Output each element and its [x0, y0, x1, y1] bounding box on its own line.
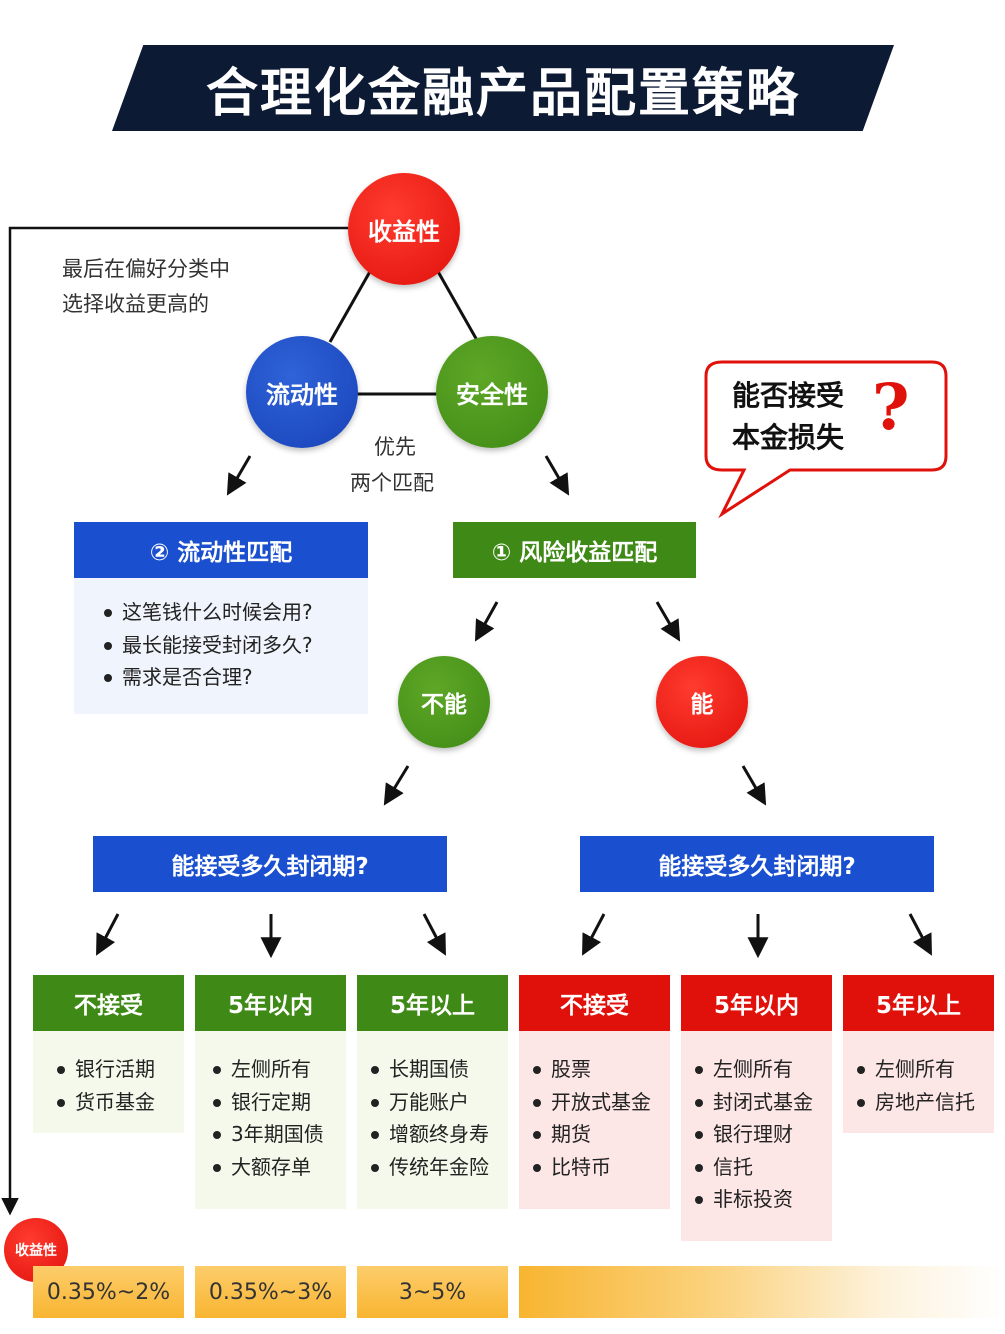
- list-item: 左侧所有: [691, 1053, 832, 1086]
- list-item: 这笔钱什么时候会用?: [100, 596, 368, 629]
- list-item: 银行定期: [209, 1086, 346, 1119]
- can-circle: 能: [656, 656, 748, 748]
- column-panel-1: 银行活期 货币基金: [33, 1031, 184, 1133]
- list-item: 货币基金: [53, 1086, 184, 1119]
- triangle-lines: [328, 267, 480, 396]
- list-item: 传统年金险: [367, 1151, 508, 1184]
- list-item: 比特币: [529, 1151, 670, 1184]
- column-panel-6: 左侧所有 房地产信托: [843, 1031, 994, 1133]
- list-item: 房地产信托: [853, 1086, 994, 1119]
- column-panel-2: 左侧所有 银行定期 3年期国债 大额存单: [195, 1031, 346, 1209]
- return-value-3: 3~5%: [357, 1266, 508, 1318]
- yield-circle: 收益性: [348, 173, 460, 285]
- page-title: 合理化金融产品配置策略: [205, 63, 800, 124]
- list-item: 长期国债: [367, 1053, 508, 1086]
- side-note-line1: 最后在偏好分类中: [62, 257, 230, 281]
- return-bar-fade: [519, 1266, 1005, 1318]
- column-panel-4: 股票 开放式基金 期货 比特币: [519, 1031, 670, 1209]
- column-panel-3: 长期国债 万能账户 增额终身寿 传统年金险: [357, 1031, 508, 1209]
- column-header-2: 5年以内: [195, 975, 346, 1031]
- column-header-6: 5年以上: [843, 975, 994, 1031]
- list-item: 最长能接受封闭多久?: [100, 629, 368, 662]
- priority-label: 优先: [374, 435, 416, 459]
- liquidity-match-panel: 这笔钱什么时候会用? 最长能接受封闭多久? 需求是否合理?: [74, 578, 368, 714]
- safety-circle: 安全性: [436, 336, 548, 448]
- cannot-circle: 不能: [398, 656, 490, 748]
- return-value-2: 0.35%~3%: [195, 1266, 346, 1318]
- list-item: 股票: [529, 1053, 670, 1086]
- return-value-1: 0.35%~2%: [33, 1266, 184, 1318]
- list-item: 增额终身寿: [367, 1118, 508, 1151]
- list-item: 左侧所有: [853, 1053, 994, 1086]
- side-note-line2: 选择收益更高的: [62, 292, 209, 316]
- column-header-5: 5年以内: [681, 975, 832, 1031]
- list-item: 期货: [529, 1118, 670, 1151]
- closure-question-right: 能接受多久封闭期?: [580, 836, 934, 892]
- question-mark-icon: ?: [872, 370, 910, 445]
- closure-question-left: 能接受多久封闭期?: [93, 836, 447, 892]
- liquidity-questions: 这笔钱什么时候会用? 最长能接受封闭多久? 需求是否合理?: [100, 596, 368, 694]
- list-item: 万能账户: [367, 1086, 508, 1119]
- list-item: 非标投资: [691, 1183, 832, 1216]
- list-item: 大额存单: [209, 1151, 346, 1184]
- column-header-1: 不接受: [33, 975, 184, 1031]
- list-item: 银行理财: [691, 1118, 832, 1151]
- list-item: 3年期国债: [209, 1118, 346, 1151]
- liquidity-circle: 流动性: [246, 336, 358, 448]
- list-item: 信托: [691, 1151, 832, 1184]
- column-panel-5: 左侧所有 封闭式基金 银行理财 信托 非标投资: [681, 1031, 832, 1241]
- list-item: 封闭式基金: [691, 1086, 832, 1119]
- liquidity-match-header: ② 流动性匹配: [74, 522, 368, 578]
- flow-arrows: [96, 455, 932, 959]
- column-header-4: 不接受: [519, 975, 670, 1031]
- list-item: 开放式基金: [529, 1086, 670, 1119]
- list-item: 左侧所有: [209, 1053, 346, 1086]
- title-banner: 合理化金融产品配置策略: [112, 45, 894, 131]
- list-item: 银行活期: [53, 1053, 184, 1086]
- bubble-line2: 本金损失: [732, 421, 845, 454]
- two-matches-label: 两个匹配: [350, 471, 434, 495]
- speech-bubble: [704, 360, 948, 519]
- list-item: 需求是否合理?: [100, 661, 368, 694]
- feedback-line: [1, 226, 348, 1216]
- risk-match-header: ① 风险收益匹配: [453, 522, 696, 578]
- column-header-3: 5年以上: [357, 975, 508, 1031]
- bubble-line1: 能否接受: [732, 379, 845, 412]
